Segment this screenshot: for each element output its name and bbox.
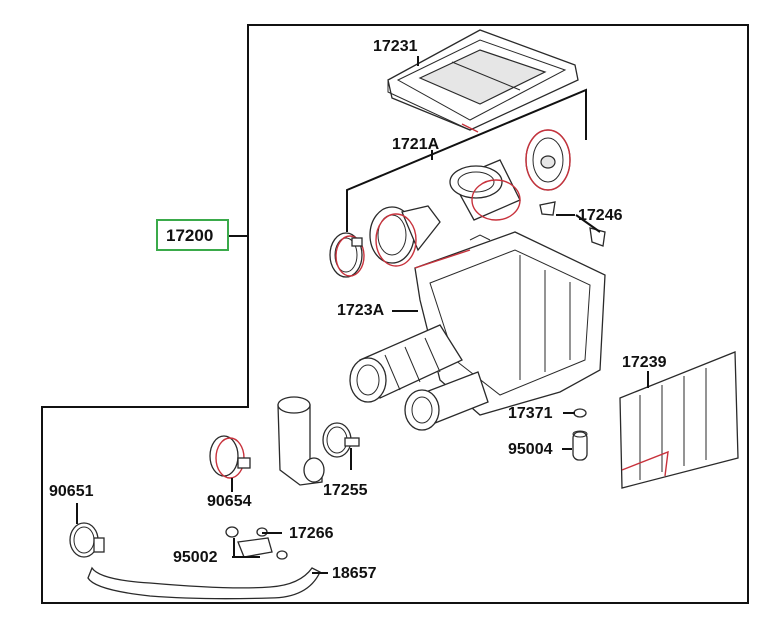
intake-duct-upper: [349, 324, 463, 403]
part-label-17371[interactable]: 17371: [508, 405, 553, 422]
assembly-boundary: [41, 24, 749, 604]
hose-clamp-17255: [322, 422, 360, 458]
small-bolt: [573, 408, 587, 418]
housing-cover-plate: [619, 351, 739, 489]
part-label-1723A[interactable]: 1723A: [337, 302, 385, 319]
part-label-95004[interactable]: 95004: [508, 441, 553, 458]
part-label-17239[interactable]: 17239: [622, 354, 667, 371]
air-filter-cover: [387, 29, 579, 133]
breather-hose: [87, 566, 321, 600]
part-label-17255[interactable]: 17255: [323, 482, 368, 499]
leader-17246: [556, 214, 601, 233]
filter-end-cap: [525, 129, 571, 191]
filter-element: [449, 159, 521, 221]
leader-95002: [232, 538, 260, 558]
grommet: [572, 430, 588, 461]
assembly-number: 17200: [166, 226, 214, 245]
part-label-1721A[interactable]: 1721A: [392, 136, 440, 153]
hose-clamp-90654: [209, 435, 251, 479]
intake-duct-lower: [404, 371, 489, 431]
breather-fitting: [225, 526, 288, 560]
filter-housing: [414, 231, 606, 416]
part-label-17231[interactable]: 17231: [373, 38, 418, 55]
retaining-clips: [539, 201, 606, 247]
assembly-callout[interactable]: 17200: [156, 219, 229, 251]
part-label-90654[interactable]: 90654: [207, 493, 252, 510]
part-label-18657[interactable]: 18657: [332, 565, 377, 582]
element-clamp: [329, 232, 365, 278]
part-label-95002[interactable]: 95002: [173, 549, 218, 566]
elbow-duct: [277, 396, 325, 486]
part-label-17266[interactable]: 17266: [289, 525, 334, 542]
filter-adapter: [369, 205, 441, 267]
part-label-17246[interactable]: 17246: [578, 207, 623, 224]
part-label-90651[interactable]: 90651: [49, 483, 94, 500]
hose-clamp-90651: [69, 522, 105, 558]
